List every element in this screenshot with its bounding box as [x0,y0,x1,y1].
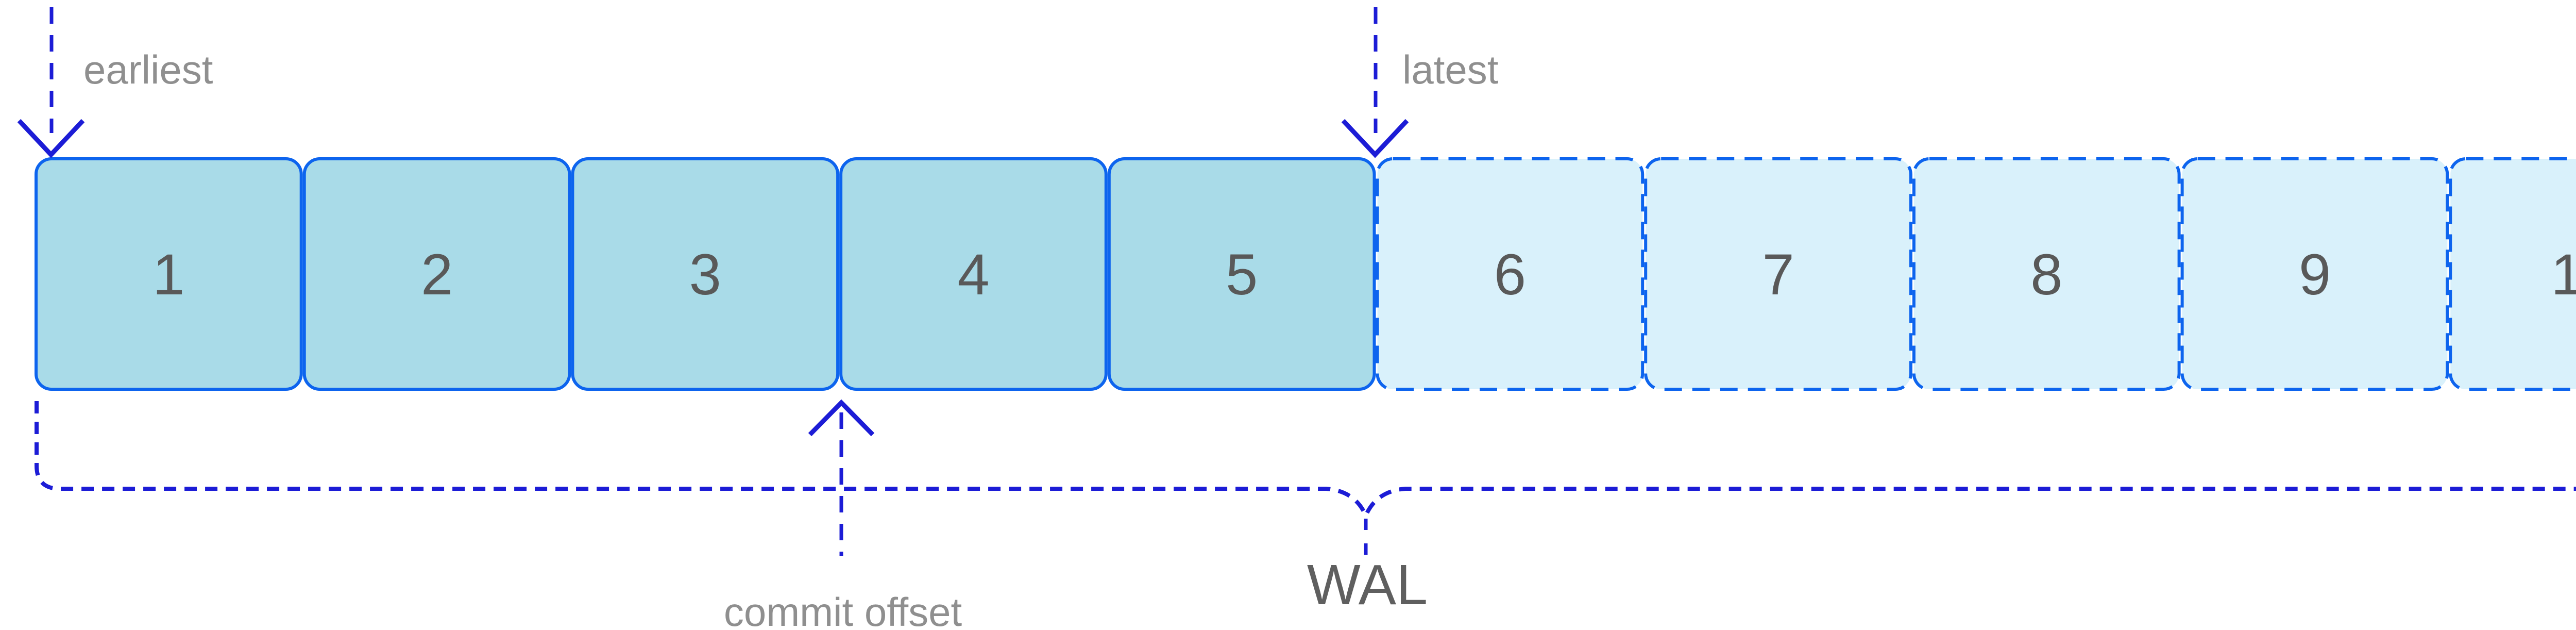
wal-segment-number-10: 10 [2551,242,2576,307]
wal-segment-box-10 [2449,157,2576,391]
earliest-label: earliest [83,47,213,92]
wal-segment-box-3 [571,157,840,391]
wal-segment-box-6 [1376,157,1645,391]
earliest-arrow-icon [17,119,85,158]
wal-segment-number-7: 7 [1762,242,1794,307]
wal-segment-number-6: 6 [1494,242,1526,307]
wal-brace [35,401,2576,557]
wal-segment-number-8: 8 [2030,242,2062,307]
commit-offset-label: commit offset [724,589,962,630]
wal-segment-box-8 [1912,157,2181,391]
wal-segment-number-3: 3 [689,242,721,307]
wal-segment-box-9 [2180,157,2449,391]
latest-arrow-icon [1341,119,1409,158]
latest-label: latest [1402,47,1499,92]
wal-label: WAL [1307,553,1428,617]
earliest-pointer [17,7,85,158]
wal-segment-number-9: 9 [2299,242,2331,307]
wal-segment-box-4 [839,157,1108,391]
wal-segment-box-5 [1107,157,1376,391]
wal-segment-box-2 [302,157,571,391]
wal-segment-number-4: 4 [957,242,989,307]
latest-pointer [1341,7,1409,158]
commit-offset-arrow-icon [808,399,875,437]
wal-segment-number-1: 1 [152,242,184,307]
wal-segment-box-1 [35,157,303,391]
wal-segment-number-2: 2 [421,242,453,307]
wal-segments: 1 2 3 4 5 6 7 8 9 10 [35,157,2576,391]
wal-segment-box-7 [1644,157,1912,391]
wal-segment-number-5: 5 [1226,242,1258,307]
commit-offset-pointer [808,399,875,556]
wal-brace-path [35,401,2576,521]
